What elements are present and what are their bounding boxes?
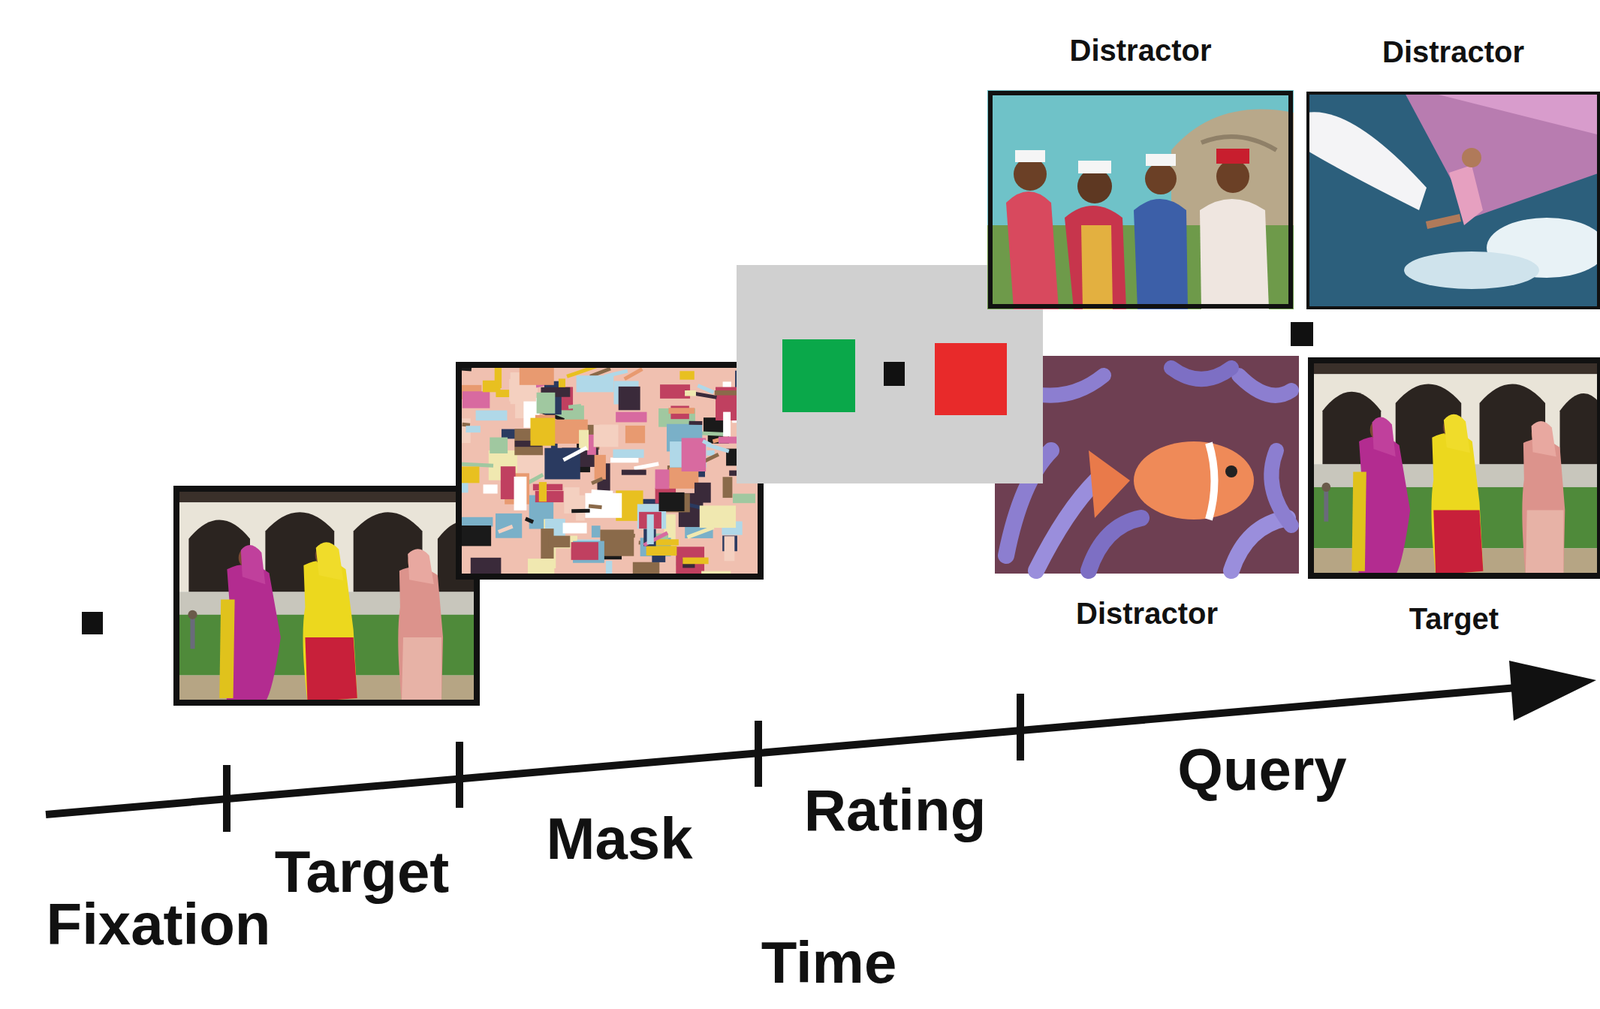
phase-label: Fixation (45, 892, 271, 958)
windsurf-photo (1306, 91, 1600, 310)
query-image: Distractor (1306, 91, 1600, 310)
query-target-photo (1307, 357, 1600, 579)
phase-label: Mask (545, 807, 693, 872)
fixation-point (81, 611, 103, 635)
phase-label: Query (1177, 738, 1347, 803)
mask-pattern (455, 361, 764, 580)
phase-label: Target (274, 840, 450, 905)
target-photo (173, 485, 480, 706)
query-image: Target (1307, 357, 1600, 579)
image-heading: Target (1307, 601, 1600, 636)
men-photo (987, 90, 1294, 310)
image-heading: Distractor (987, 33, 1294, 68)
image-heading: Distractor (1306, 34, 1600, 70)
query-image: Distractor (994, 355, 1299, 574)
image-heading: Distractor (994, 596, 1299, 631)
phase-label: Time (761, 931, 898, 996)
query-image: Distractor (987, 90, 1294, 310)
fixation-point (1290, 322, 1314, 347)
phase-label: Rating (804, 778, 987, 844)
